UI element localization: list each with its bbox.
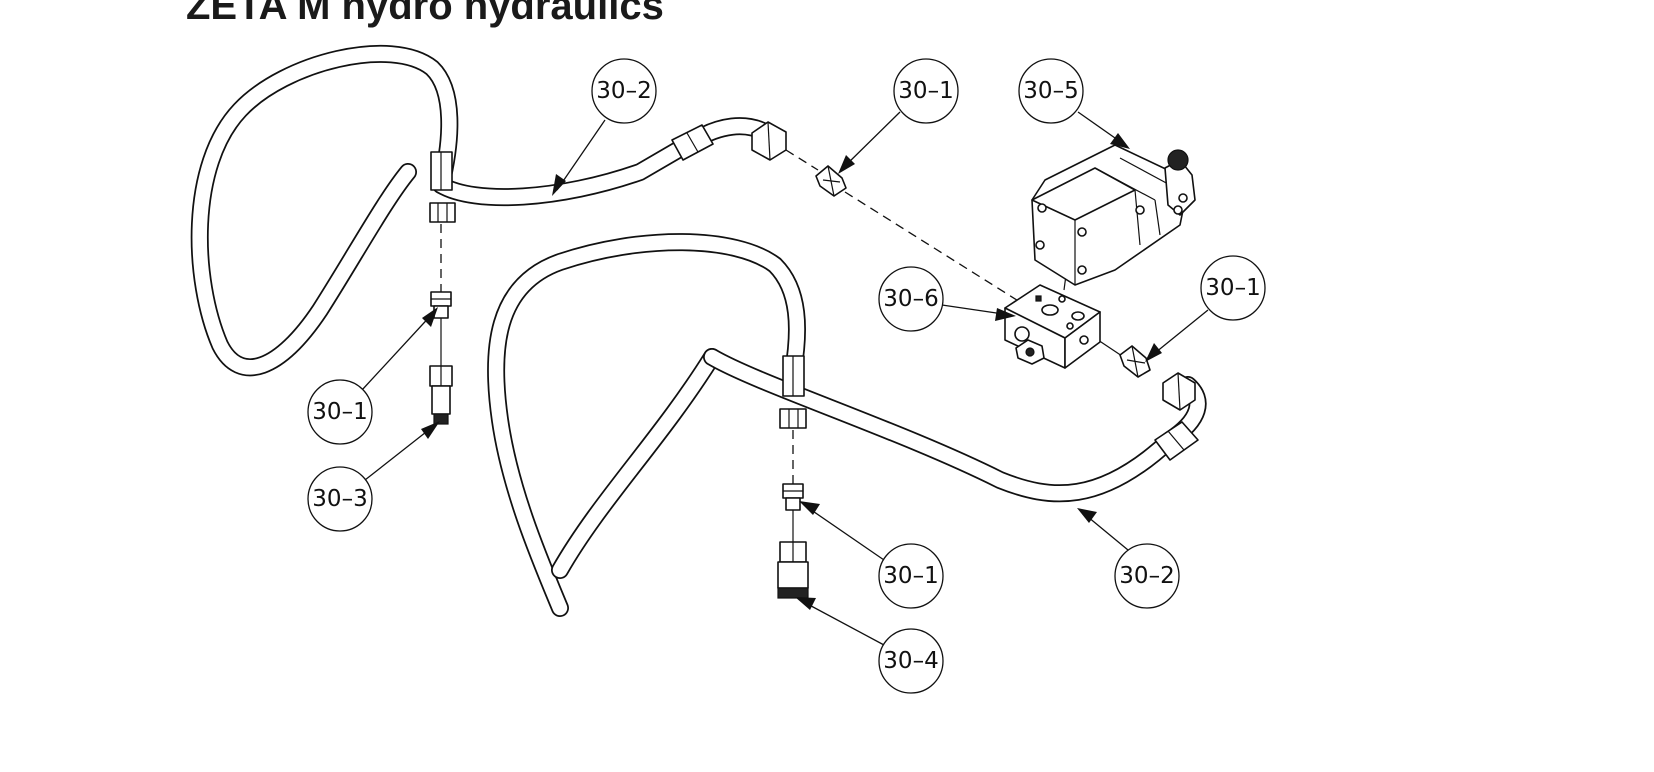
callout-coupler-male: 30–3 bbox=[307, 466, 373, 532]
callout-hose-lower: 30–2 bbox=[1114, 543, 1180, 609]
lower-hose bbox=[487, 233, 1207, 617]
callout-motor: 30–5 bbox=[1018, 58, 1084, 124]
callout-hose-lower-label: 30–2 bbox=[1119, 563, 1174, 589]
callout-coupler-female-label: 30–4 bbox=[883, 648, 938, 674]
callout-fitting-right-label: 30–1 bbox=[1205, 275, 1260, 301]
adapter-fitting-bottom bbox=[782, 483, 804, 511]
callout-fitting-bottom: 30–1 bbox=[878, 543, 944, 609]
adapter-fitting-left bbox=[430, 291, 452, 319]
upper-hose bbox=[190, 44, 787, 377]
callout-fitting-top-label: 30–1 bbox=[898, 78, 953, 104]
callout-fitting-left: 30–1 bbox=[307, 379, 373, 445]
quick-coupler-male bbox=[429, 365, 453, 425]
callout-fitting-top: 30–1 bbox=[893, 58, 959, 124]
callout-motor-label: 30–5 bbox=[1023, 78, 1078, 104]
callout-fitting-bottom-label: 30–1 bbox=[883, 563, 938, 589]
callout-hose-upper-label: 30–2 bbox=[596, 78, 651, 104]
adapter-fitting-right bbox=[1119, 345, 1151, 378]
page-title: ZETA M hydro hydraulics bbox=[186, 0, 664, 28]
callout-coupler-female: 30–4 bbox=[878, 628, 944, 694]
valve-block bbox=[1004, 284, 1101, 369]
callout-fitting-left-label: 30–1 bbox=[312, 399, 367, 425]
quick-coupler-female bbox=[777, 541, 809, 599]
hydraulic-motor bbox=[1031, 144, 1196, 286]
callout-fitting-right: 30–1 bbox=[1200, 255, 1266, 321]
callout-valve-block-label: 30–6 bbox=[883, 286, 938, 312]
adapter-fitting-top bbox=[815, 165, 847, 197]
callout-hose-upper: 30–2 bbox=[591, 58, 657, 124]
leader-lines bbox=[361, 111, 1209, 646]
callout-valve-block: 30–6 bbox=[878, 266, 944, 332]
callout-coupler-male-label: 30–3 bbox=[312, 486, 367, 512]
